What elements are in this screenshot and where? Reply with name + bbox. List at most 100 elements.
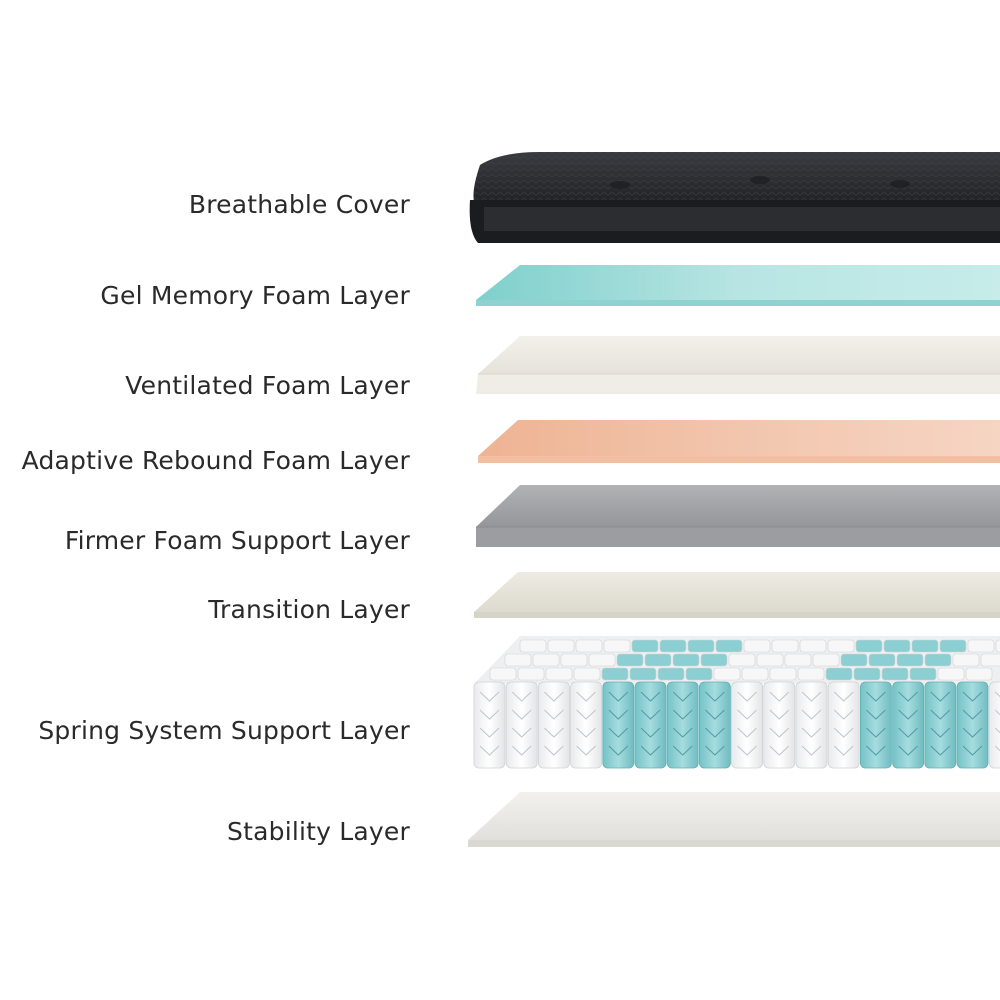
coil-top	[896, 653, 924, 667]
coil-spring	[511, 691, 532, 756]
coil-top	[700, 653, 728, 667]
coil-pocket	[570, 681, 602, 769]
coil-top	[784, 653, 812, 667]
coil-top	[771, 639, 799, 653]
coil-spring	[672, 691, 693, 756]
coil-top	[715, 639, 743, 653]
coil-top	[575, 639, 603, 653]
coil-top	[965, 667, 993, 681]
ventilated-foam-layer	[476, 336, 1000, 394]
coil-pocket	[666, 681, 699, 769]
coil-pocket	[505, 681, 538, 769]
coil-pocket	[860, 681, 892, 769]
coil-spring	[608, 691, 629, 756]
label-breathable-cover: Breathable Cover	[188, 190, 410, 219]
coil-top	[644, 653, 672, 667]
coil-top	[687, 639, 715, 653]
coil-top	[741, 667, 769, 681]
coil-top	[545, 667, 573, 681]
label-adaptive-rebound-foam: Adaptive Rebound Foam Layer	[21, 446, 410, 475]
coil-top	[911, 639, 939, 653]
coil-spring	[801, 691, 822, 756]
coil-top	[728, 653, 756, 667]
coil-top	[629, 667, 657, 681]
coil-pocket	[924, 681, 957, 769]
coil-spring	[640, 691, 661, 756]
label-firmer-foam-support: Firmer Foam Support Layer	[64, 526, 410, 555]
stability-layer	[468, 792, 1000, 847]
coil-pocket	[473, 681, 506, 769]
coil-top	[812, 653, 840, 667]
coil-spring	[737, 691, 757, 756]
adaptive-foam-layer	[478, 420, 1000, 463]
coil-top	[573, 667, 601, 681]
firmer-foam-layer	[476, 485, 1000, 547]
coil-spring	[833, 691, 854, 756]
coil-spring	[866, 691, 886, 756]
coil-top	[868, 653, 896, 667]
coil-top	[659, 639, 687, 653]
coil-top	[685, 667, 713, 681]
coil-top	[937, 667, 965, 681]
coil-spring	[544, 691, 564, 756]
coil-top	[489, 667, 517, 681]
coil-spring	[705, 691, 725, 756]
coil-top	[672, 653, 700, 667]
coil-top	[657, 667, 685, 681]
coil-top	[855, 639, 883, 653]
coil-top	[603, 639, 631, 653]
gel-foam-layer	[476, 265, 1000, 306]
coil-top	[799, 639, 827, 653]
coil-pocket	[763, 681, 796, 769]
coil-top	[756, 653, 784, 667]
label-transition-layer: Transition Layer	[208, 595, 410, 624]
coil-pocket	[956, 681, 989, 769]
coil-pocket	[602, 681, 635, 769]
coil-top	[547, 639, 575, 653]
coil-top	[995, 639, 1000, 653]
coil-top	[840, 653, 868, 667]
coil-top	[909, 667, 937, 681]
coil-top	[853, 667, 881, 681]
coil-top	[967, 639, 995, 653]
coil-top	[560, 653, 588, 667]
coil-top	[532, 653, 560, 667]
coil-spring	[962, 691, 983, 756]
coil-top	[797, 667, 825, 681]
coil-pocket	[827, 681, 860, 769]
coil-top	[952, 653, 980, 667]
coil-top	[713, 667, 741, 681]
coil-pocket	[634, 681, 667, 769]
coil-spring	[479, 691, 500, 756]
coil-spring	[898, 691, 918, 756]
coil-top	[601, 667, 629, 681]
coil-spring	[930, 691, 951, 756]
coil-pocket	[538, 681, 570, 769]
coil-top	[881, 667, 909, 681]
coil-top	[825, 667, 853, 681]
label-ventilated-foam: Ventilated Foam Layer	[125, 371, 410, 400]
coil-pocket	[795, 681, 828, 769]
label-gel-memory-foam: Gel Memory Foam Layer	[100, 281, 410, 310]
coil-top	[769, 667, 797, 681]
label-stability-layer: Stability Layer	[227, 817, 410, 846]
coil-pocket	[731, 681, 763, 769]
coil-top	[827, 639, 855, 653]
coil-pocket	[988, 681, 1000, 769]
transition-layer	[474, 572, 1000, 618]
cover-layer	[469, 152, 1000, 243]
coil-top	[883, 639, 911, 653]
coil-top	[631, 639, 659, 653]
coil-top	[980, 653, 1000, 667]
coil-top	[924, 653, 952, 667]
label-spring-system: Spring System Support Layer	[38, 716, 410, 745]
coil-spring	[769, 691, 790, 756]
coil-top	[517, 667, 545, 681]
coil-top	[939, 639, 967, 653]
coil-top	[519, 639, 547, 653]
coil-spring	[576, 691, 596, 756]
coil-pocket	[892, 681, 924, 769]
coil-top	[504, 653, 532, 667]
coil-top	[743, 639, 771, 653]
